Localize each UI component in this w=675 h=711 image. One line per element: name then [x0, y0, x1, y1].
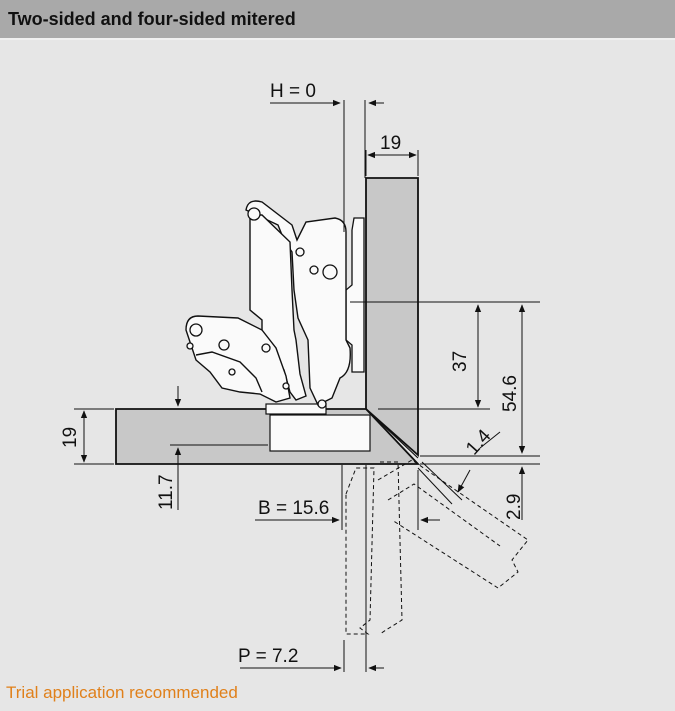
open-position-ghost	[345, 459, 529, 635]
dim-11-7-label: 11.7	[156, 474, 177, 510]
dim-h-label: H = 0	[270, 81, 316, 102]
section-header: Two-sided and four-sided mitered	[0, 0, 675, 38]
dim-p-label: P = 7.2	[238, 646, 298, 667]
side-panel	[115, 408, 421, 465]
plate-base	[265, 403, 327, 415]
section-title: Two-sided and four-sided mitered	[8, 9, 296, 29]
door-panel	[365, 177, 419, 457]
dim-37-label: 37	[450, 351, 471, 372]
dim-54-6-label: 54.6	[500, 375, 521, 412]
hinge-holes	[186, 207, 338, 409]
trial-note: Trial application recommended	[6, 683, 238, 702]
hinge-arm	[185, 200, 351, 406]
hinge-cup	[345, 217, 365, 373]
dim-2-9-label: 2.9	[504, 494, 525, 520]
miter-line	[365, 408, 419, 459]
dim-side-thickness-label: 19	[60, 427, 81, 448]
header-divider	[0, 38, 675, 40]
dim-1-4-label: 1.4	[462, 425, 496, 459]
hinge-technical-drawing: H = 0 19 37 54.6 1.4 2.9 19 11.7 B = 15.…	[60, 81, 540, 672]
dim-door-thickness-label: 19	[380, 133, 401, 154]
dim-b-label: B = 15.6	[258, 498, 329, 519]
mounting-plate	[269, 414, 371, 452]
